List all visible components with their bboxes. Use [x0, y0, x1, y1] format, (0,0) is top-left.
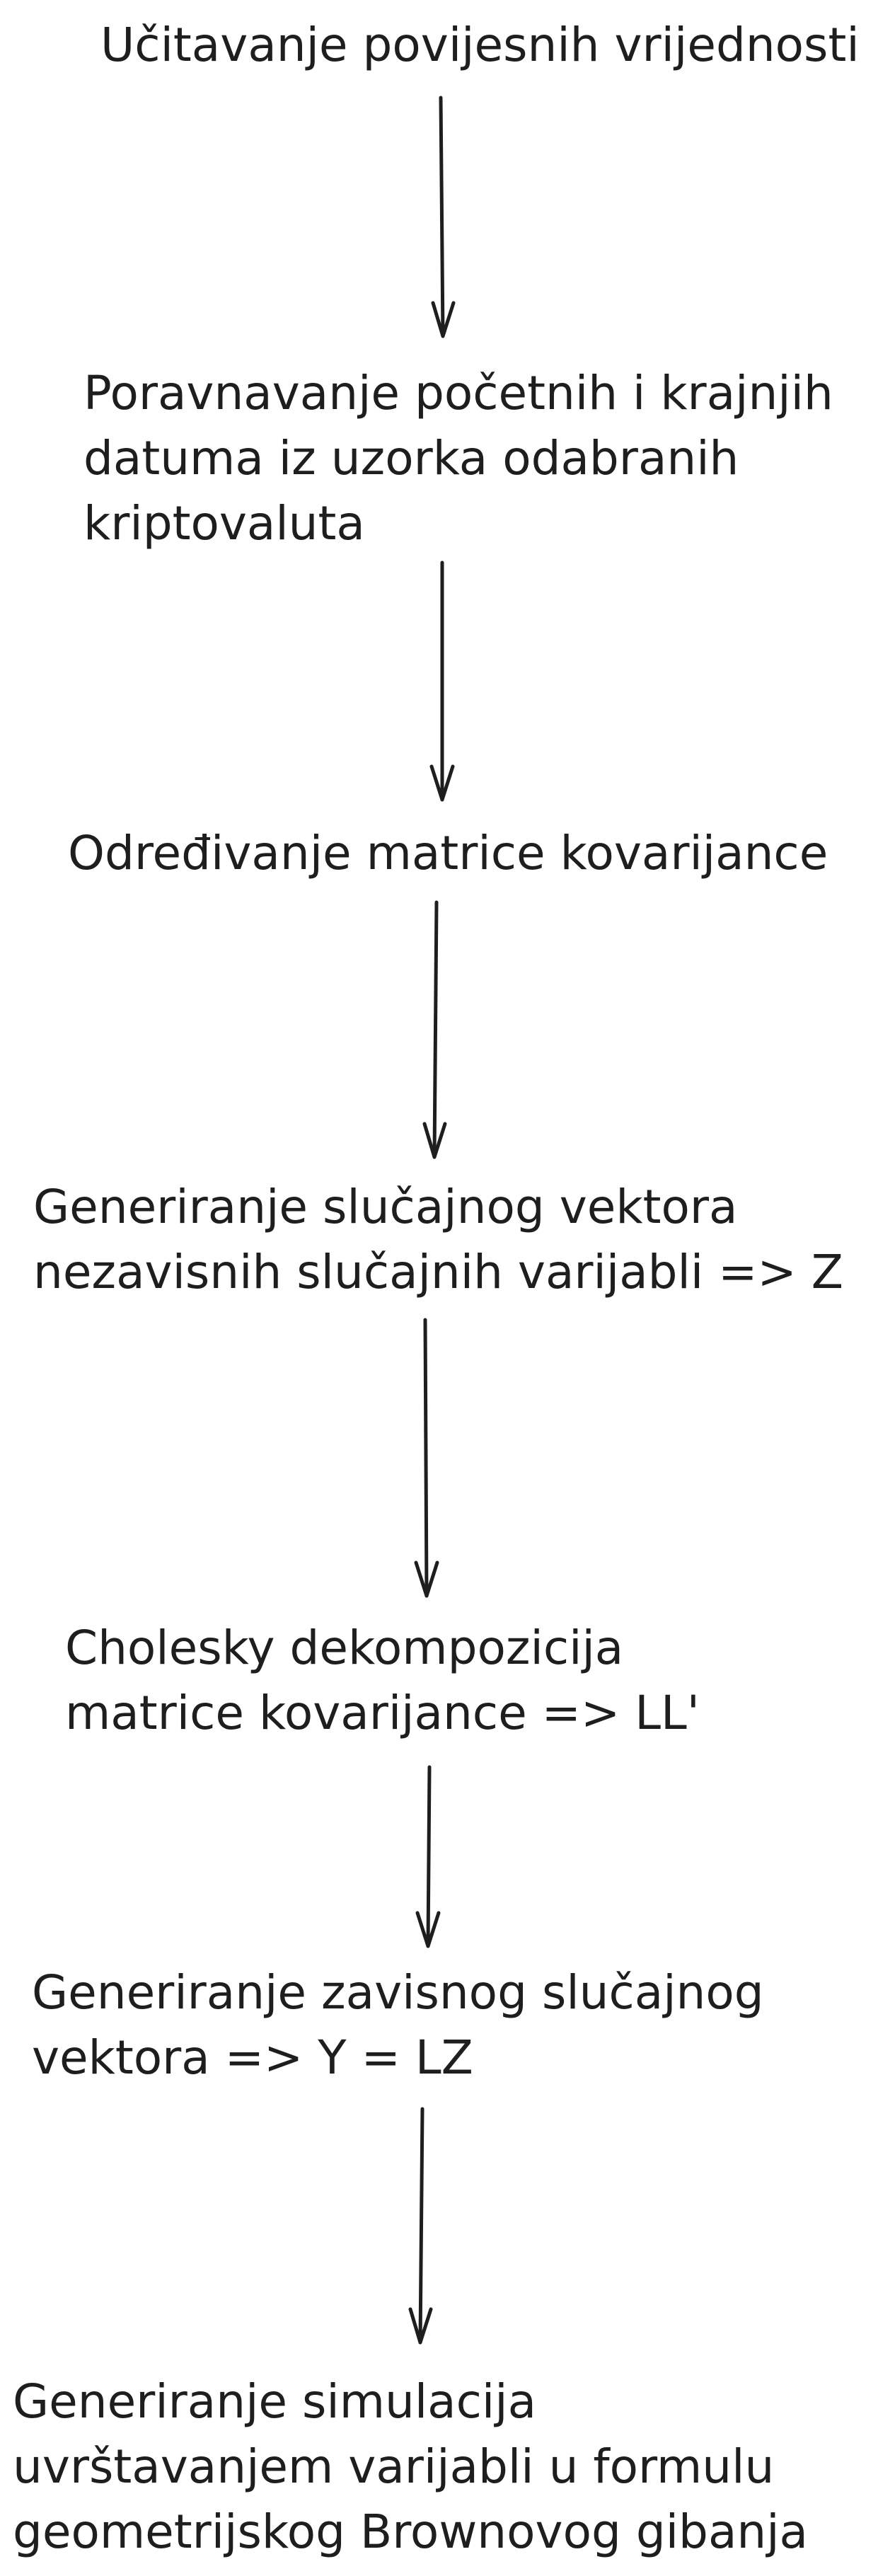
step-generate-dependent-vector: Generiranje zavisnog slučajnog vektora =… [32, 1965, 764, 2085]
step-cholesky-decomposition: Cholesky dekompozicija matrice kovarijan… [65, 1621, 700, 1740]
arrow-3 [422, 900, 447, 1159]
arrow-4 [414, 1318, 439, 1598]
arrow-6 [408, 2107, 433, 2345]
step-load-historical-values: Učitavanje povijesnih vrijednosti [100, 18, 860, 72]
step-generate-independent-vector: Generiranje slučajnog vektora nezavisnih… [33, 1180, 843, 1299]
arrow-5 [415, 1765, 441, 1948]
arrow-1 [431, 96, 456, 338]
step-covariance-matrix: Određivanje matrice kovarijance [68, 826, 828, 880]
arrow-2 [429, 560, 455, 802]
step-generate-simulations: Generiranje simulacija uvrštavanjem vari… [13, 2374, 808, 2559]
step-align-dates: Poravnavanje početnih i krajnjih datuma … [83, 366, 833, 551]
